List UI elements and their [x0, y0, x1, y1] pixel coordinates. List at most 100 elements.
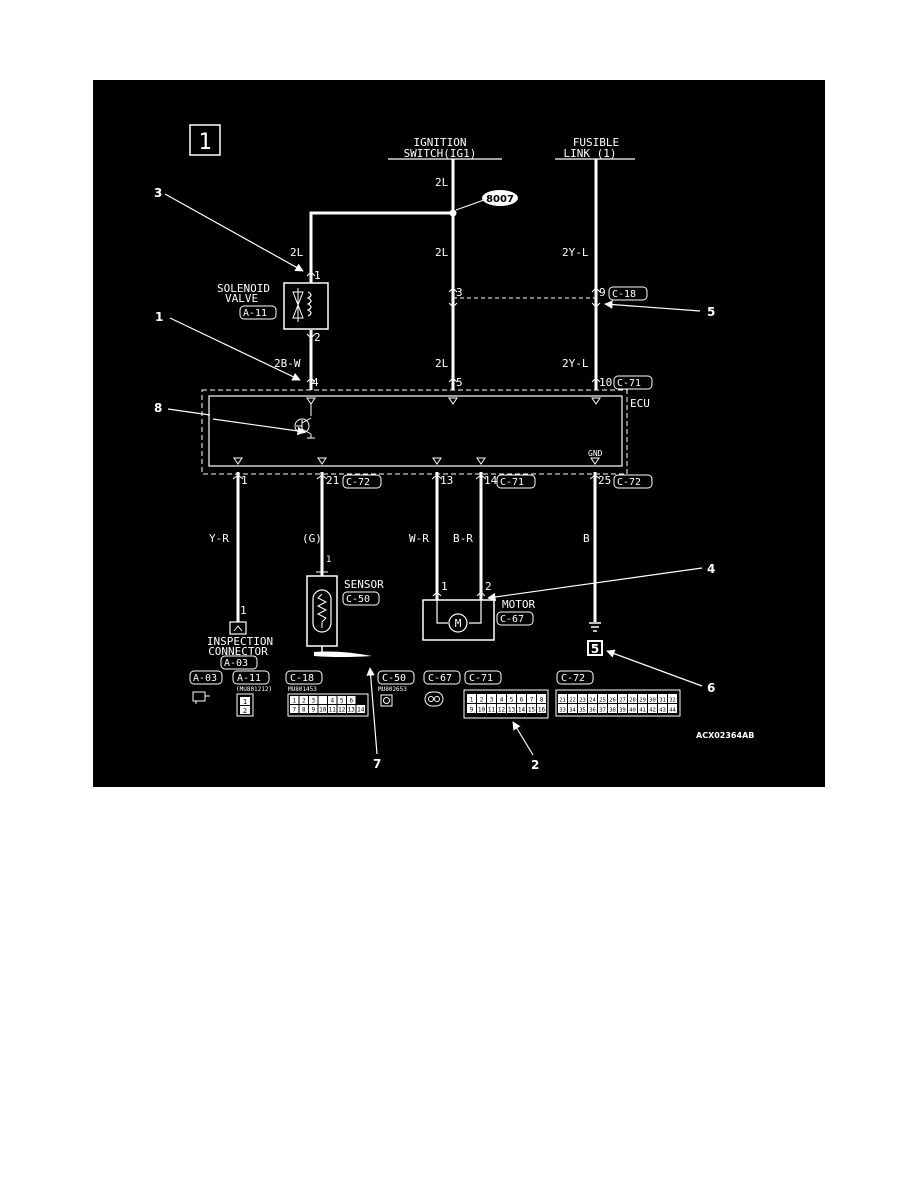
connector-face-a11: 1 2 — [236, 693, 254, 717]
legend-c72: C-72 — [561, 673, 585, 684]
ground-point-marker: 5 — [587, 640, 603, 656]
svg-text:M: M — [455, 617, 462, 630]
c72-pin-label: 44 — [669, 708, 676, 714]
c72-pin-label: 37 — [599, 708, 606, 714]
wire-colors: 2L 2L 2L 2Y-L 2B-W 2L 2Y-L Y-R (G) W-R B… — [209, 176, 590, 545]
c71-pin-label: 16 — [538, 707, 546, 714]
pin-ecu-25: 25 — [598, 474, 611, 487]
c18-pin-cell — [299, 696, 308, 704]
c72-pin-cell — [598, 694, 607, 703]
c18-pin-cell — [328, 705, 337, 713]
pin-sol-2: 2 — [314, 331, 321, 344]
legend-c18: C-18 — [290, 673, 314, 684]
c71-pin-label: 2 — [480, 697, 484, 704]
sensor-label: SENSOR — [344, 578, 384, 591]
c71-pin-cell — [497, 704, 506, 713]
c71-pin-label: 9 — [470, 707, 474, 714]
motor-label: MOTOR — [502, 598, 535, 611]
c71-pin-cell — [477, 694, 486, 703]
pin-gnd: GND — [588, 449, 603, 458]
connector-icon-c50 — [380, 694, 393, 707]
c71-pin-label: 7 — [530, 697, 534, 704]
c71-pin-label: 1 — [470, 697, 474, 704]
c71-pin-label: 13 — [508, 707, 516, 714]
c18-pin-label: 9 — [311, 707, 315, 714]
c71-pin-label: 10 — [478, 707, 486, 714]
ground-point-number: 5 — [591, 642, 599, 656]
c18-pin-cell — [290, 705, 299, 713]
c72-pin-label: 23 — [579, 698, 586, 704]
c18-pin-label: 3 — [311, 698, 315, 705]
wire-color-sensor: (G) — [302, 532, 322, 545]
c71-pin-cell — [507, 704, 516, 713]
c18-pin-label: 2 — [302, 698, 306, 705]
callout-arrows — [164, 193, 703, 756]
c72-pin-cell — [628, 704, 637, 713]
c71-pin-label: 11 — [488, 707, 496, 714]
pin-sensor-1: 1 — [326, 555, 331, 565]
c72-pin-cell — [568, 704, 577, 713]
c72-pin-cell — [648, 704, 657, 713]
c72-pin-cell — [628, 694, 637, 703]
c72-pin-cell — [658, 694, 667, 703]
c72-pin-cell — [618, 704, 627, 713]
c18-pin-cell — [299, 705, 308, 713]
c72-pin-label: 41 — [639, 708, 646, 714]
c72-pin-cell — [648, 694, 657, 703]
c72-pin-cell — [638, 694, 647, 703]
connector-codes: C-18 C-71 C-72 C-71 C-72 A-11 C-50 C-67 … — [224, 289, 641, 669]
ecu-box: ECU — [201, 389, 650, 475]
wire-color-sol-lower: 2B-W — [274, 357, 301, 370]
wire-color-motor-2: B-R — [453, 532, 473, 545]
part-number-a11: (MU801212) — [236, 686, 272, 693]
pin-numbers: 1 2 4 3 5 9 10 1 21 13 14 25 1 1 1 2 GND — [240, 269, 612, 617]
wire-color-ign-top: 2L — [435, 176, 449, 189]
c72-pin-cell — [568, 694, 577, 703]
splice-badge: 8007 — [482, 190, 518, 206]
connector-badges — [220, 286, 653, 670]
wiring — [236, 159, 598, 622]
c18-pin-label: 12 — [338, 707, 346, 714]
c72-pin-label: 34 — [569, 708, 576, 714]
connector-c71-top: C-71 — [617, 378, 641, 389]
c18-pin-cell — [309, 696, 318, 704]
c72-pin-cell — [558, 704, 567, 713]
c18-pin-cell — [328, 696, 337, 704]
pin-fus-9: 9 — [599, 286, 606, 299]
c71-pin-cell — [487, 704, 496, 713]
solenoid-label-1: SOLENOID — [217, 282, 270, 295]
c18-pin-label: 8 — [302, 707, 306, 714]
connector-c72-21: C-72 — [346, 477, 370, 488]
c18-pin-cell — [318, 705, 327, 713]
callout-numbers: 1 2 3 4 5 6 7 8 — [154, 186, 715, 772]
c18-pin-cell — [290, 696, 299, 704]
pin-ecu-10: 10 — [599, 376, 612, 389]
c18-pin-cell — [347, 705, 356, 713]
connector-c18: C-18 — [612, 289, 636, 300]
c18-pin-cell — [337, 696, 346, 704]
pin-ecu-14: 14 — [484, 474, 498, 487]
callout-8: 8 — [154, 401, 162, 415]
solenoid-valve: SOLENOID VALVE — [217, 282, 329, 330]
c72-pin-label: 28 — [629, 698, 636, 704]
c71-pin-label: 5 — [510, 697, 514, 704]
c71-pin-label: 12 — [498, 707, 506, 714]
c72-pin-cell — [578, 694, 587, 703]
inspection-label-2: CONNECTOR — [208, 645, 268, 658]
splice-point — [449, 209, 457, 217]
connector-a11: A-11 — [243, 308, 267, 319]
c71-pin-label: 14 — [518, 707, 526, 714]
a11-pin-2: 2 — [243, 707, 247, 715]
legend-a11: A-11 — [237, 673, 261, 684]
legend-c67: C-67 — [428, 673, 452, 684]
c72-pin-label: 35 — [579, 708, 586, 714]
legend-c50: C-50 — [382, 673, 406, 684]
c72-pin-label: 32 — [669, 698, 676, 704]
c72-pin-cell — [578, 704, 587, 713]
ignition-switch-header: IGNITION SWITCH(IG1) — [388, 136, 502, 160]
c72-pin-cell — [668, 694, 677, 703]
fusible-label-2: LINK (1) — [564, 147, 617, 160]
legend-c71: C-71 — [469, 673, 493, 684]
